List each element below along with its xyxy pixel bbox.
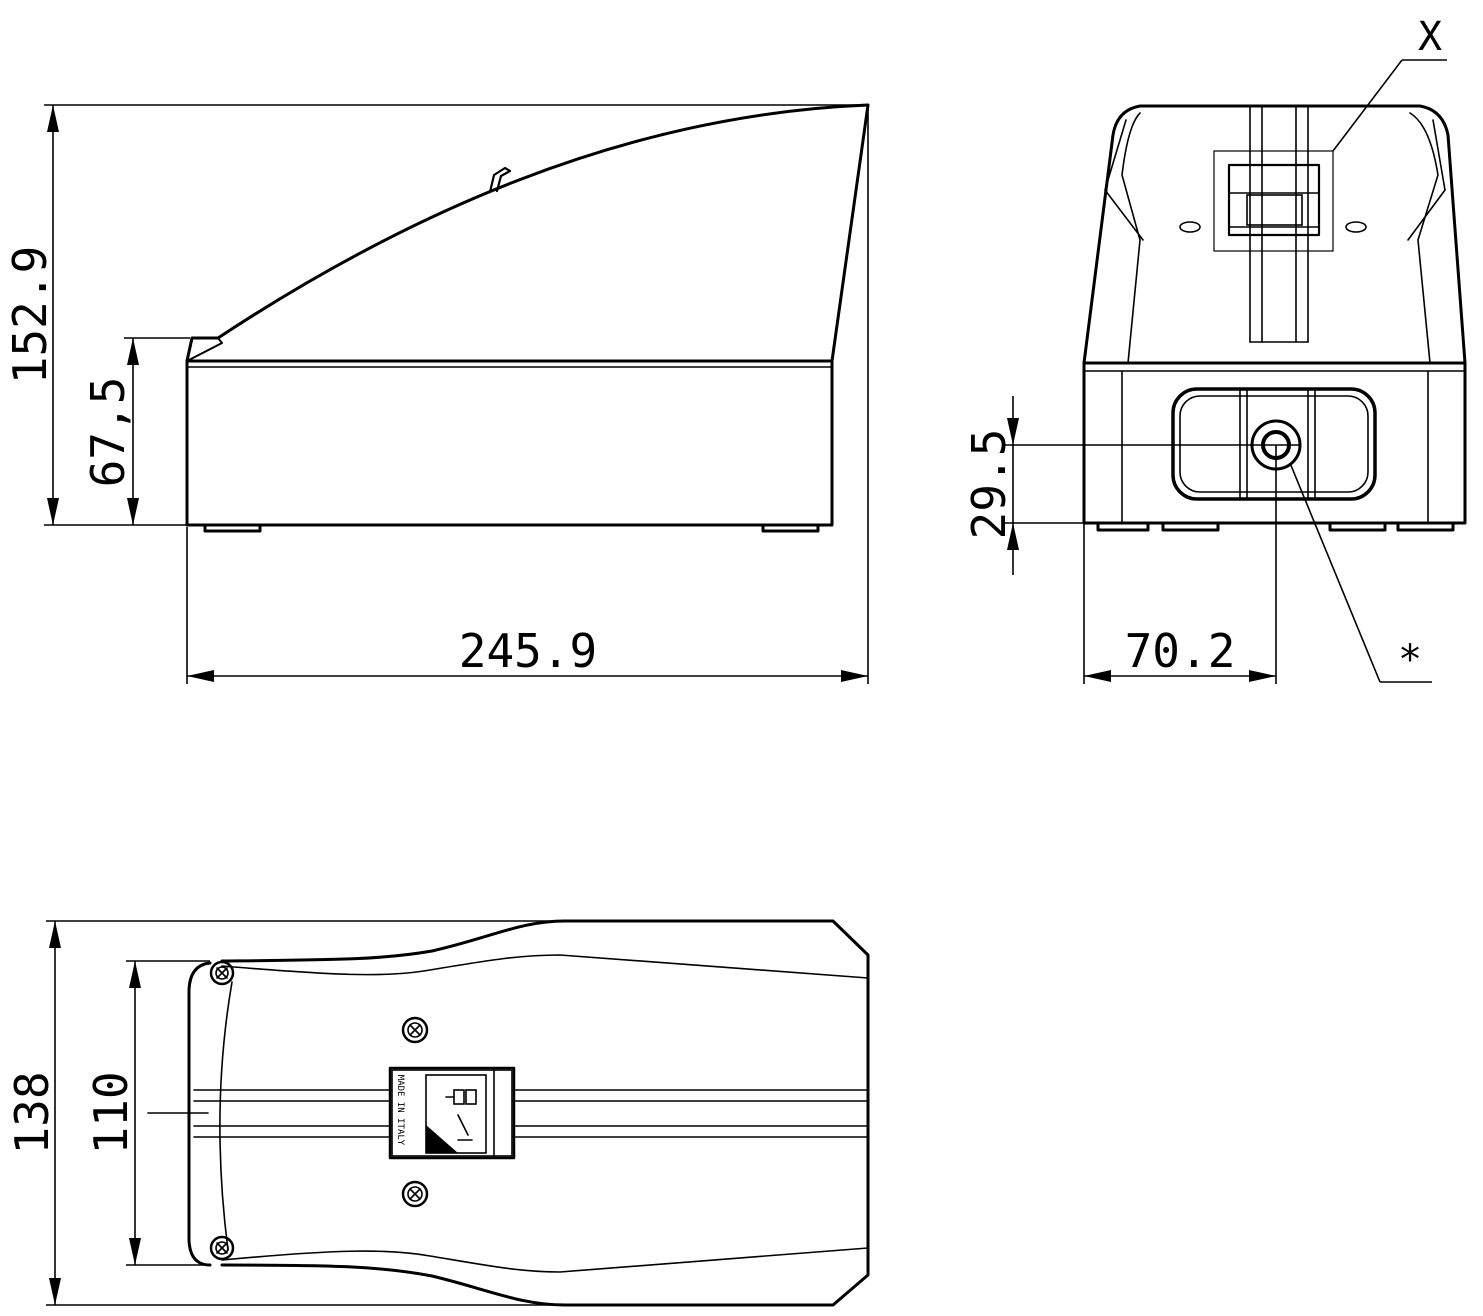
arrow-down <box>129 1238 141 1265</box>
arrow-up <box>127 338 139 365</box>
front-view: X * 29.5 70.2 <box>962 14 1467 684</box>
dim-text-top-total: 138 <box>5 1071 59 1154</box>
dim-text-gland-offset: 70.2 <box>1125 624 1236 678</box>
screw-icon <box>401 1016 429 1044</box>
arrow-left <box>187 670 214 682</box>
top-nameplate-body <box>391 1069 513 1157</box>
leader-x <box>1332 59 1403 152</box>
dim-text-total-height: 152.9 <box>3 246 57 384</box>
front-foot <box>1328 521 1387 532</box>
side-base-block <box>185 359 834 527</box>
arrow-down <box>1007 418 1019 445</box>
top-outer-outline <box>220 919 870 1307</box>
side-lid-hook <box>488 166 512 194</box>
front-hole-right <box>1345 221 1367 233</box>
dim-text-top-inner: 110 <box>84 1071 138 1154</box>
arrow-down <box>49 1278 61 1305</box>
arrow-down <box>127 498 139 525</box>
arrow-up <box>129 961 141 988</box>
dim-text-base-height: 67,5 <box>81 377 135 488</box>
front-recess-inner <box>1179 395 1369 493</box>
front-foot <box>1396 521 1455 532</box>
side-lid-outline <box>185 103 870 363</box>
arrow-right <box>1249 670 1276 682</box>
arrow-up <box>47 105 59 132</box>
front-bevel-right <box>1409 112 1439 364</box>
side-foot-left <box>203 523 262 533</box>
front-lid-outline <box>1082 104 1467 365</box>
nameplate-made-in: MADE IN ITALY <box>395 1075 405 1146</box>
front-clip-window <box>1246 194 1303 226</box>
arrow-right <box>841 670 868 682</box>
detail-x-frame <box>1213 150 1334 252</box>
front-base-block <box>1082 361 1467 525</box>
top-lid-back <box>187 961 212 1267</box>
arrow-up <box>1007 523 1019 550</box>
front-hole-left <box>1179 221 1201 233</box>
switch-symbol-icon <box>445 1089 477 1141</box>
front-bevel-right-inner <box>1407 119 1446 241</box>
arrow-up <box>49 921 61 948</box>
callout-asterisk: * <box>1398 637 1422 683</box>
screw-icon <box>209 960 235 986</box>
front-recess-outer <box>1171 387 1377 501</box>
front-bevel-left-inner <box>1104 119 1144 241</box>
callout-x: X <box>1418 14 1442 60</box>
top-nameplate-corner <box>426 1125 458 1153</box>
top-nameplate-clip <box>388 1066 516 1160</box>
top-lid-edge-upper <box>221 954 869 979</box>
top-view: MADE IN ITALY 138 110 <box>5 919 870 1307</box>
dim-text-length: 245.9 <box>459 624 597 678</box>
leader-asterisk <box>1289 462 1381 683</box>
front-bevel-left <box>1121 112 1141 364</box>
screw-icon <box>401 1180 429 1208</box>
side-lid-front-lip <box>186 337 223 362</box>
side-view: 152.9 67,5 245.9 <box>3 103 870 684</box>
screw-icon <box>209 1235 235 1261</box>
side-foot-right <box>761 523 820 533</box>
arrow-left <box>1084 670 1111 682</box>
arrow-down <box>47 498 59 525</box>
front-foot <box>1161 521 1220 532</box>
top-lid-edge-lower <box>221 1247 869 1273</box>
front-foot <box>1096 521 1150 532</box>
front-clip <box>1227 163 1321 237</box>
dim-text-gland-height: 29.5 <box>962 429 1016 540</box>
top-lid-curve <box>219 981 233 1251</box>
